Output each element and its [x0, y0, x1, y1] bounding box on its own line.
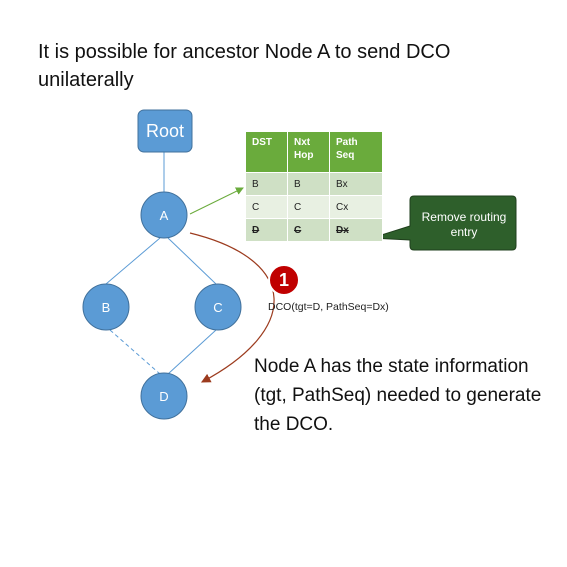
- edge-c-d: [167, 329, 217, 375]
- col-header-path-seq: Path Seq: [329, 131, 383, 173]
- dco-message-label: DCO(tgt=D, PathSeq=Dx): [268, 301, 389, 313]
- col-header-next-hop: Nxt Hop: [287, 131, 330, 173]
- table-row: C C Cx: [245, 195, 383, 219]
- node-c: [194, 283, 242, 331]
- table-cell: B: [245, 172, 288, 196]
- table-row: B B Bx: [245, 172, 383, 196]
- edge-a-b: [105, 237, 161, 285]
- col-header-dst: DST: [245, 131, 288, 173]
- root-node-label: Root: [146, 121, 184, 141]
- node-b-label: B: [102, 300, 111, 315]
- step-badge: [268, 264, 300, 296]
- table-cell: C: [287, 195, 330, 219]
- routing-table-header: DST Nxt Hop Path Seq: [245, 131, 383, 173]
- explanation-text: Node A has the state information (tgt, P…: [254, 356, 542, 435]
- remove-entry-callout: [371, 195, 517, 251]
- step-badge-label: 1: [278, 269, 289, 290]
- table-cell: Cx: [329, 195, 383, 219]
- root-node: [137, 109, 193, 153]
- table-cell: C: [245, 195, 288, 219]
- node-b: [82, 283, 130, 331]
- routing-table: DST Nxt Hop Path Seq B B Bx C C Cx D C D…: [245, 131, 383, 242]
- node-d: [140, 372, 188, 420]
- node-a-label: A: [160, 208, 169, 223]
- table-row-removed: D C Dx: [245, 218, 383, 242]
- node-a: [140, 191, 188, 239]
- dco-arrow: [189, 232, 275, 383]
- table-cell: Dx: [329, 218, 383, 242]
- slide-title: It is possible for ancestor Node A to se…: [38, 41, 451, 91]
- table-cell: D: [245, 218, 288, 242]
- table-cell: B: [287, 172, 330, 196]
- table-pointer-arrow: [189, 187, 244, 215]
- table-cell: C: [287, 218, 330, 242]
- callout-label: Remove routing entry: [421, 210, 507, 239]
- node-c-label: C: [213, 300, 222, 315]
- node-d-label: D: [159, 389, 168, 404]
- edge-b-d-broken: [109, 329, 161, 375]
- table-cell: Bx: [329, 172, 383, 196]
- edge-a-c: [167, 237, 217, 285]
